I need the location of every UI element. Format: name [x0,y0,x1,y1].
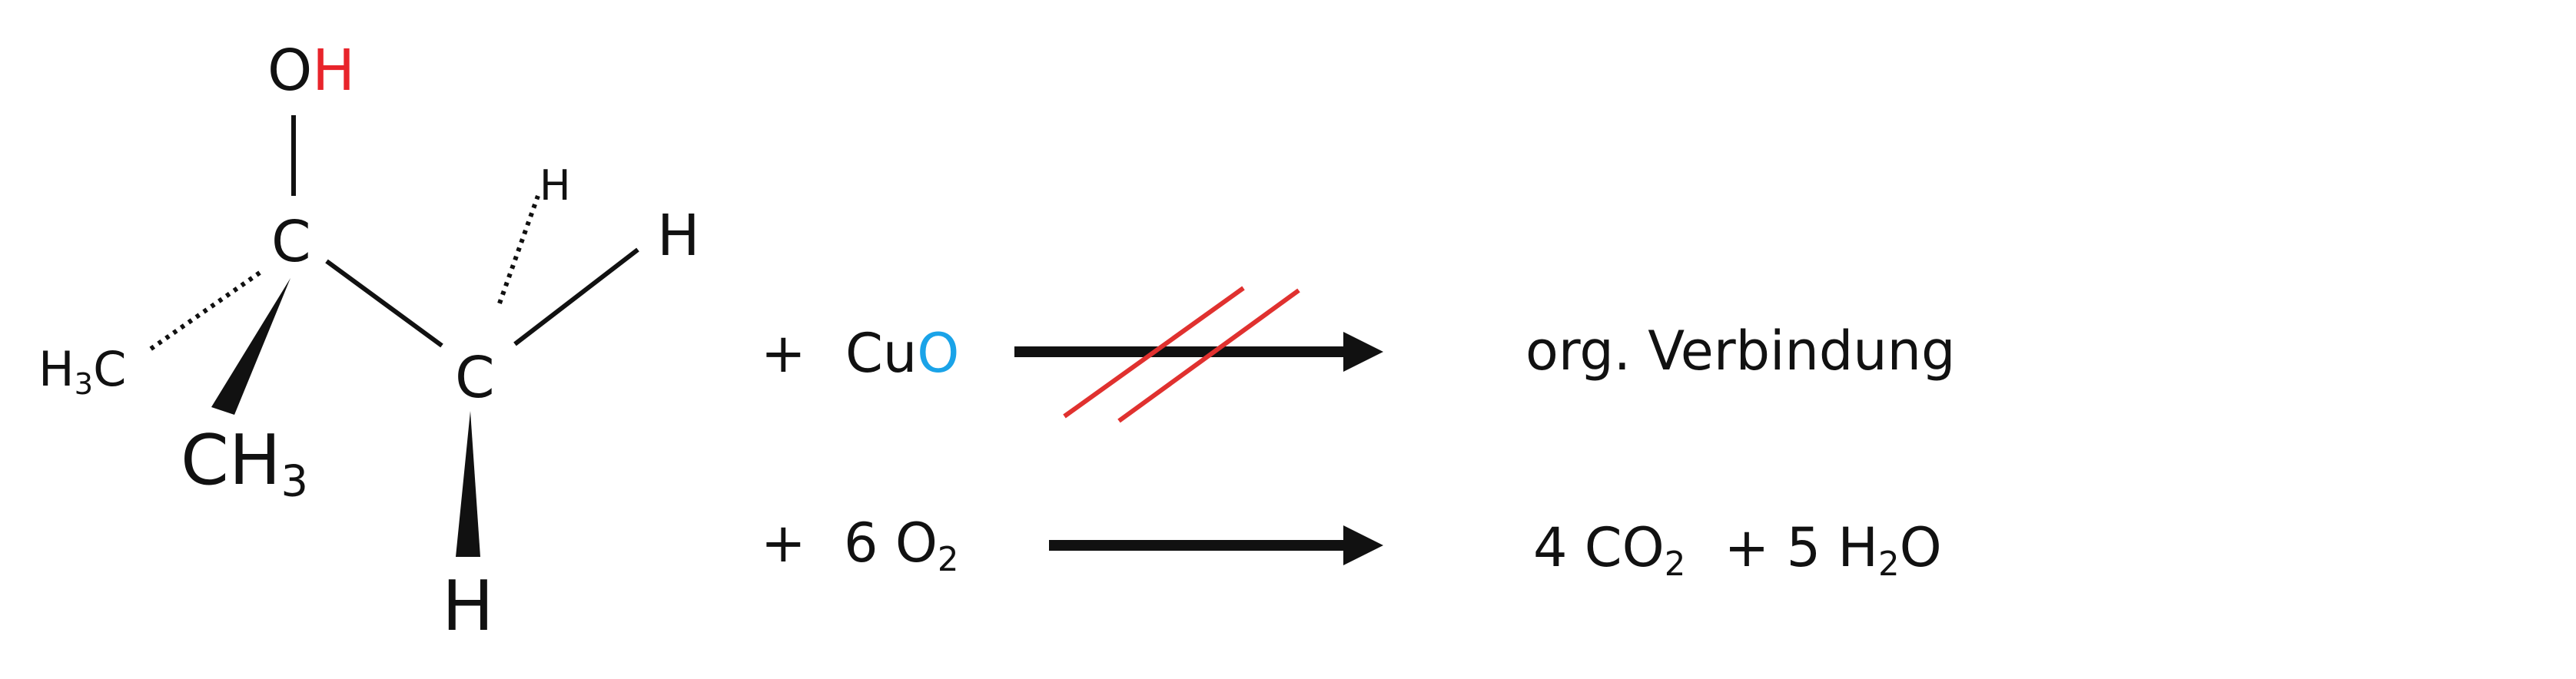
carbon-lower: C [455,345,495,411]
reaction-1-product: org. Verbindung [1525,320,1956,383]
bond-c-h-right [513,247,639,346]
reaction-arrow-2 [1049,525,1383,565]
reaction-2-plus: + [761,512,806,575]
reaction-arrow-1 [1014,332,1383,372]
reaction-1-plus: + [761,322,806,385]
reaction-2-product: 4 CO2 + 5 H2O [1533,516,1942,585]
reaction-1-reagent: CuO [845,322,960,385]
reaction-2-reagent: 6 O2 [844,512,959,580]
reagent-oxygen: O [917,322,960,385]
bond-c-ch3-wedge [211,278,290,415]
hydrogen-dashed: H [539,161,571,210]
hydrogen-right: H [657,203,700,269]
bond-c-h3c-dashed [148,270,261,352]
hydroxyl-hydrogen: H [312,38,355,104]
reaction-1-strike [1063,286,1300,423]
carbon-upper: C [271,209,311,275]
oxygen-atom: O [267,38,313,104]
bond-c-h-dashed [497,194,540,305]
bond-c-h-wedge-down [456,411,480,557]
hydroxyl-group: OH [267,42,355,99]
methyl-left: H3C [38,341,127,402]
bond-c-c [325,259,443,348]
hydrogen-bottom: H [442,566,494,647]
methyl-bottom: CH3 [181,420,309,507]
